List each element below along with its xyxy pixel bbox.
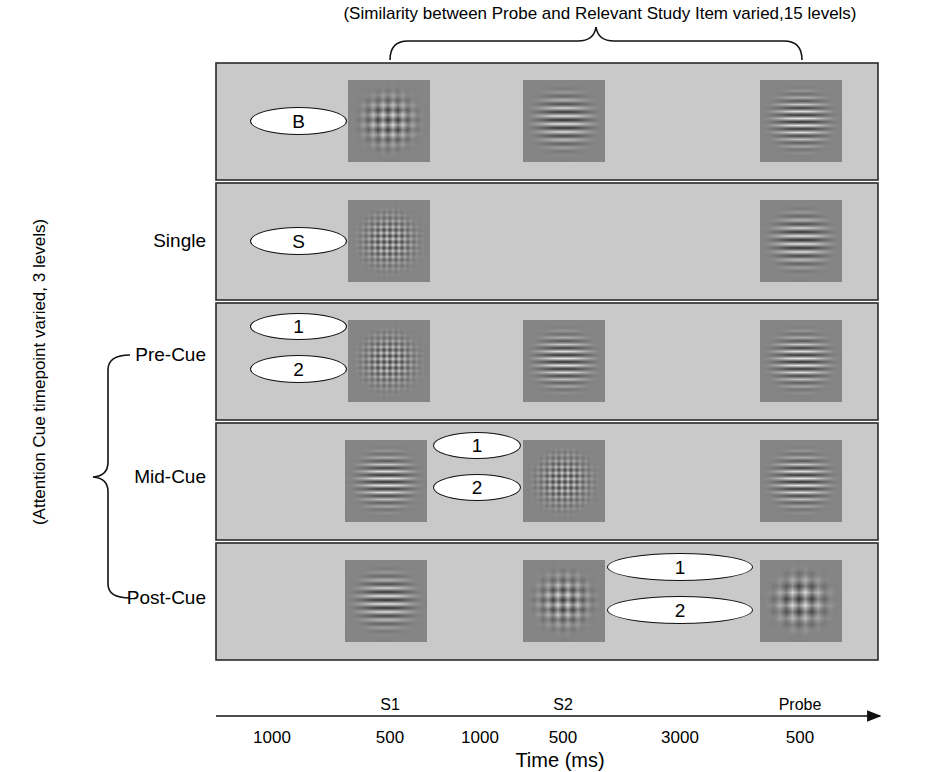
axis-title: Time (ms) [515, 749, 604, 772]
duration-value: 500 [549, 728, 577, 748]
duration-value: 1000 [253, 728, 291, 748]
cue-label: B [292, 112, 305, 131]
gabor-patch [523, 440, 605, 522]
cue-note: (Attention Cue timepoint varied, 3 level… [30, 219, 50, 525]
cue-oval: 2 [250, 355, 347, 383]
gabor-patch [348, 200, 430, 282]
gabor-patch [348, 80, 430, 162]
cue-oval: 1 [607, 553, 753, 581]
gabor-patches [345, 80, 842, 642]
gabor-patch [523, 320, 605, 402]
condition-label: Pre-Cue [135, 344, 206, 366]
trial-panels [216, 63, 878, 660]
duration-value: 500 [376, 728, 404, 748]
trial-panel [216, 423, 878, 540]
cue-label: 2 [293, 360, 304, 379]
cue-oval: 2 [433, 474, 521, 501]
trial-panel [216, 183, 878, 300]
cue-brace [93, 355, 130, 598]
gabor-patch [760, 320, 842, 402]
duration-value: 1000 [461, 728, 499, 748]
stimulus-label: S1 [380, 696, 400, 714]
stimulus-label: S2 [553, 696, 573, 714]
cue-oval: B [250, 107, 347, 135]
cue-oval: 1 [250, 313, 347, 340]
gabor-patch [348, 320, 430, 402]
cue-label: 1 [472, 436, 483, 455]
cue-label: 2 [472, 478, 483, 497]
time-axis [216, 715, 880, 717]
cue-label: S [292, 232, 305, 251]
cue-oval: 1 [433, 432, 521, 459]
gabor-patch [760, 200, 842, 282]
trial-panel [216, 543, 878, 660]
gabor-patch [760, 560, 842, 642]
stimulus-label: Probe [779, 696, 822, 714]
trial-panel [216, 303, 878, 420]
gabor-patch [345, 560, 427, 642]
trial-panel [216, 63, 878, 180]
cue-label: 1 [675, 558, 686, 577]
duration-value: 500 [786, 728, 814, 748]
gabor-patch [760, 80, 842, 162]
similarity-brace [390, 27, 802, 60]
gabor-patch [345, 440, 427, 522]
cue-oval: 2 [607, 596, 753, 624]
gabor-patch [523, 80, 605, 162]
cue-oval: S [250, 227, 347, 255]
cue-label: 1 [293, 317, 304, 336]
similarity-note: (Similarity between Probe and Relevant S… [343, 4, 856, 24]
condition-label: Single [153, 230, 206, 252]
gabor-patch [523, 560, 605, 642]
cue-label: 2 [675, 601, 686, 620]
gabor-patch [760, 440, 842, 522]
condition-label: Post-Cue [127, 587, 206, 609]
duration-value: 3000 [661, 728, 699, 748]
condition-label: Mid-Cue [134, 466, 206, 488]
